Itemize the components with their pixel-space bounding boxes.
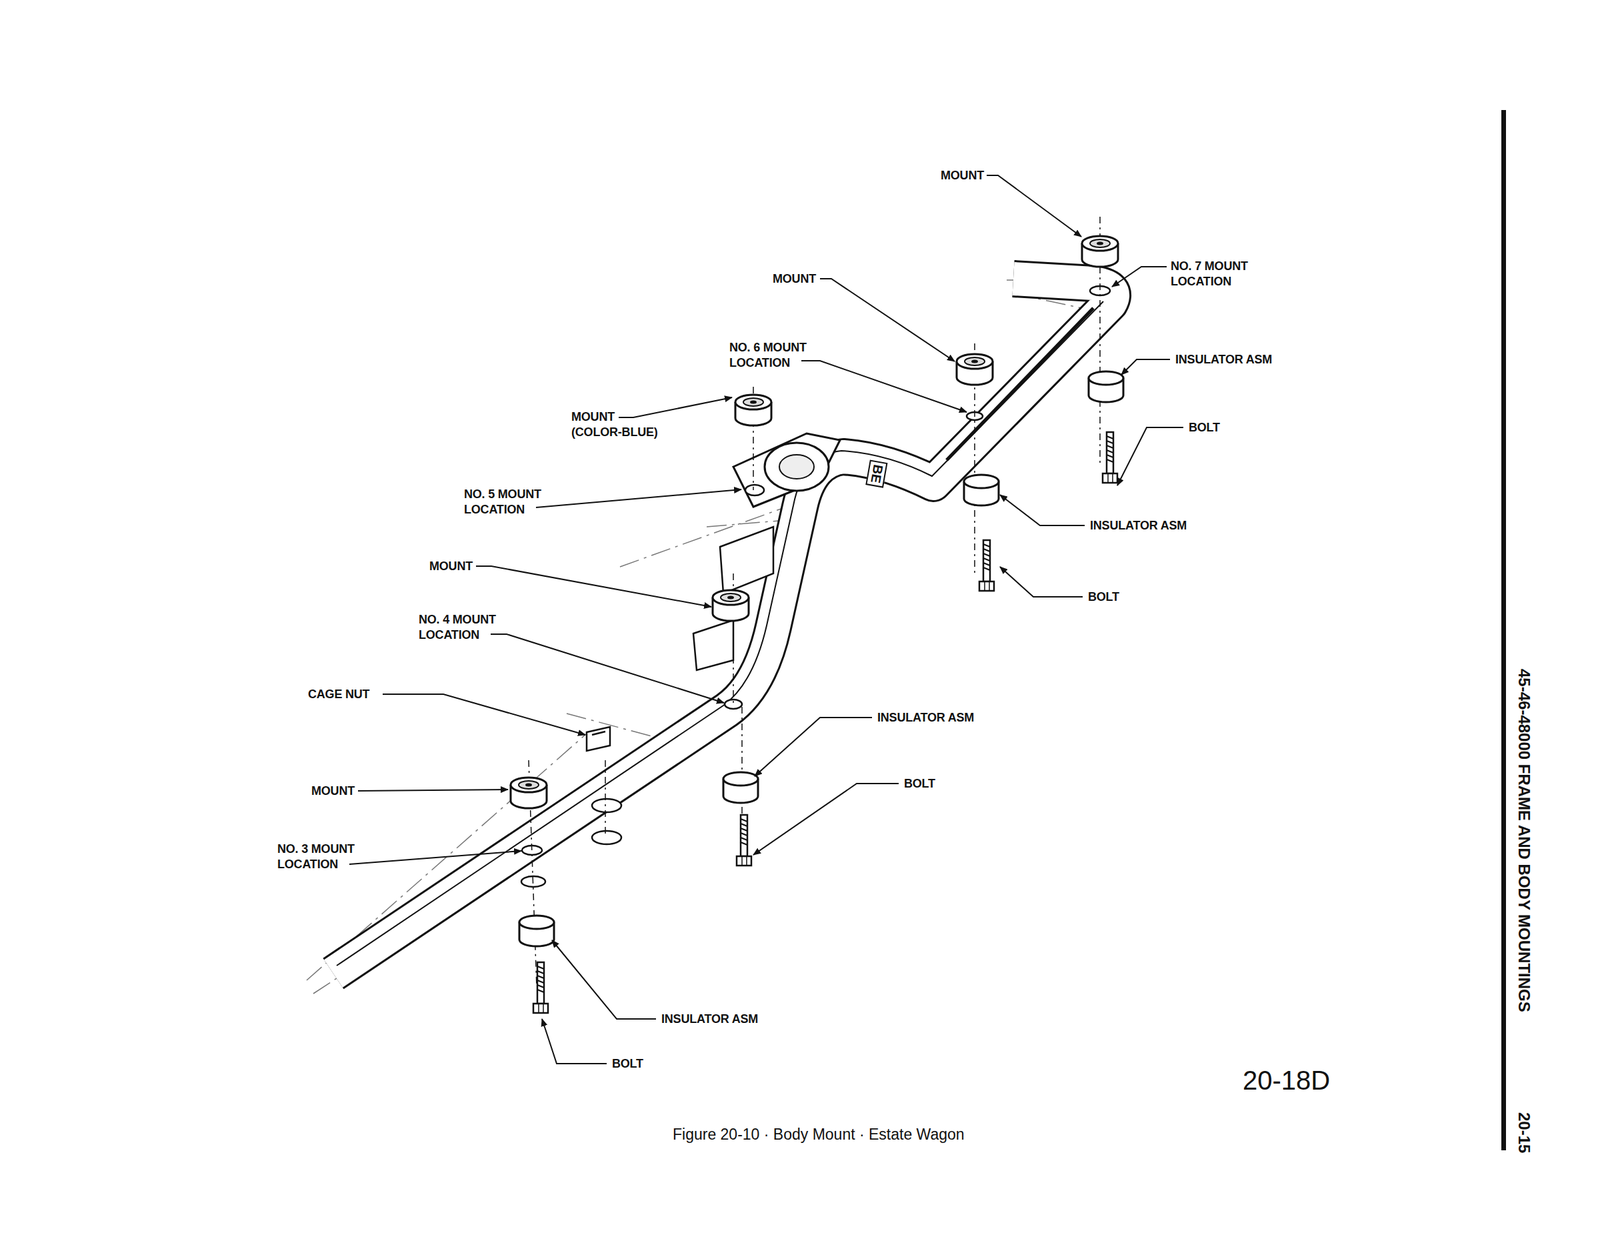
section-header: 45-46-48000 FRAME AND BODY MOUNTINGS [1514,668,1534,1012]
part-label: MOUNT (COLOR-BLUE) [571,409,665,440]
part-label: NO. 6 MOUNT LOCATION [729,340,813,370]
part-label: MOUNT [772,271,816,287]
part-label: CAGE NUT [308,686,370,702]
part-label: NO. 4 MOUNT LOCATION [418,612,502,642]
part-label: MOUNT [940,168,984,184]
figure-caption: Figure 20-10 · Body Mount · Estate Wagon [672,1125,965,1144]
part-label: BOLT [1088,589,1120,605]
part-label: INSULATOR ASM [1175,352,1272,368]
part-label: MOUNT [429,558,473,574]
part-label: INSULATOR ASM [661,1011,758,1027]
part-label: INSULATOR ASM [1090,518,1187,534]
page-number: 20-15 [1514,1112,1534,1153]
page-code: 20-18D [1242,1065,1330,1096]
part-label: NO. 3 MOUNT LOCATION [277,841,361,872]
part-label: BOLT [1188,420,1220,436]
part-label: MOUNT [311,783,355,799]
part-label: NO. 5 MOUNT LOCATION [464,486,548,517]
part-label: INSULATOR ASM [877,710,974,726]
part-label: BOLT [612,1056,644,1072]
part-label: BOLT [904,776,936,792]
part-label: NO. 7 MOUNT LOCATION [1170,258,1254,289]
